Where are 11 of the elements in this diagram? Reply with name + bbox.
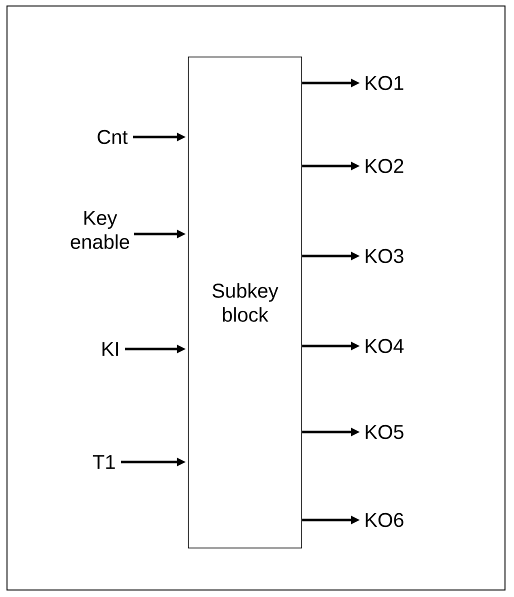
signal-label: KO6 xyxy=(366,512,404,528)
signal-label: KO3 xyxy=(366,248,404,264)
signal-label: KO5 xyxy=(366,424,404,440)
signal-label: KI xyxy=(102,342,118,356)
signal-label: KO4 xyxy=(366,338,404,354)
block-box: Subkey block xyxy=(188,56,302,548)
signal-label: Cnt xyxy=(98,130,128,144)
signal-label: T1 xyxy=(92,455,115,469)
signal-label: Key enable xyxy=(70,211,130,249)
signal-label: KO1 xyxy=(366,76,404,90)
signal-label: KO2 xyxy=(366,158,404,174)
